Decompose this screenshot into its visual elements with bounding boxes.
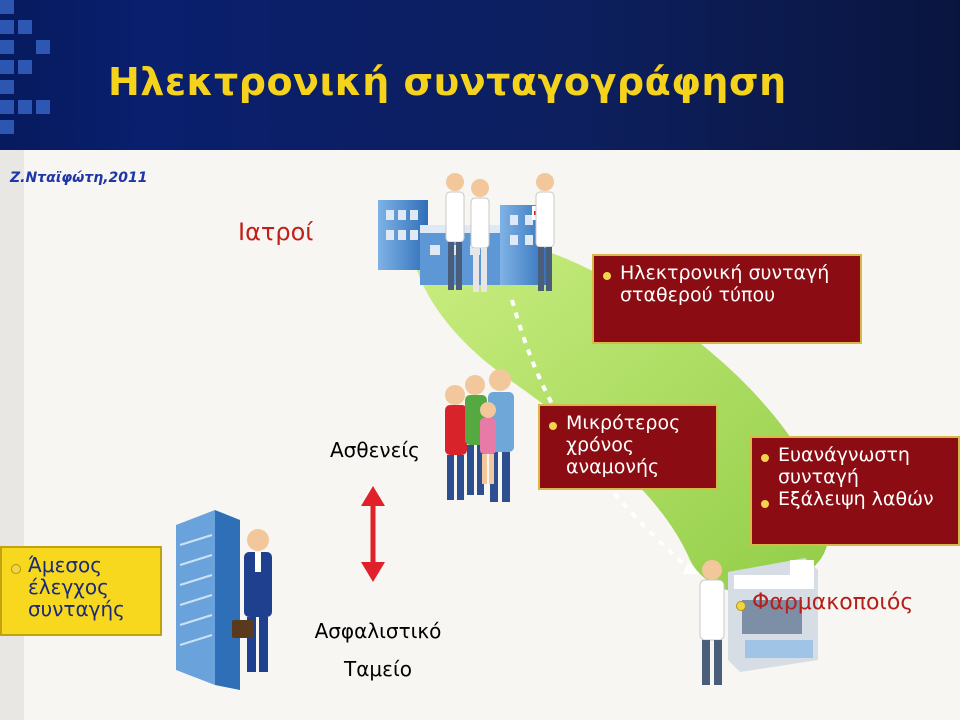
bullet-icon <box>761 500 769 508</box>
pharmacy-callout: Ευανάγνωστη συνταγή Εξάλειψη λαθών <box>750 436 960 546</box>
doctors-callout-text: Ηλεκτρονική συνταγή σταθερού τύπου <box>620 262 830 306</box>
businessman-icon <box>232 529 272 672</box>
pharmacist-label: Φαρμακοποιός <box>752 590 914 615</box>
insurance-fund-label: Ασφαλιστικό Ταμείο <box>302 612 454 688</box>
decorative-squares <box>0 0 112 150</box>
patients-group-icon <box>445 369 514 502</box>
pharmacy-callout-text-2: Εξάλειψη λαθών <box>778 488 934 510</box>
bullet-icon <box>603 272 611 280</box>
flow-arrowhead <box>683 562 700 574</box>
header-banner: Ηλεκτρονική συνταγογράφηση <box>0 0 960 150</box>
page-title: Ηλεκτρονική συνταγογράφηση <box>108 60 787 104</box>
patients-callout-text: Μικρότερος χρόνος αναμονής <box>566 412 681 478</box>
bullet-icon <box>11 564 21 574</box>
bullet-icon <box>549 422 557 430</box>
pharmacy-icon <box>728 558 818 672</box>
hospital-icon <box>378 200 550 285</box>
doctors-callout: Ηλεκτρονική συνταγή σταθερού τύπου <box>592 254 862 344</box>
insurance-fund-label-line2: Ταμείο <box>344 657 412 681</box>
bullet-icon <box>761 454 769 462</box>
office-building-icon <box>176 510 240 690</box>
patients-callout: Μικρότερος χρόνος αναμονής <box>538 404 718 490</box>
bullet-icon <box>736 601 746 611</box>
fund-callout-text: Άμεσος έλεγχος συνταγής <box>28 553 125 621</box>
double-arrow-icon <box>361 486 385 582</box>
insurance-fund-label-line1: Ασφαλιστικό <box>314 619 442 643</box>
doctors-label: Ιατροί <box>238 218 314 246</box>
doctor-figures-icon <box>445 173 555 292</box>
patients-label: Ασθενείς <box>330 438 420 462</box>
author-credit: Ζ.Νταϊφώτη,2011 <box>10 170 148 186</box>
pharmacist-icon <box>699 560 725 685</box>
pharmacy-callout-text-1: Ευανάγνωστη συνταγή <box>778 444 910 488</box>
fund-callout: Άμεσος έλεγχος συνταγής <box>0 546 162 636</box>
